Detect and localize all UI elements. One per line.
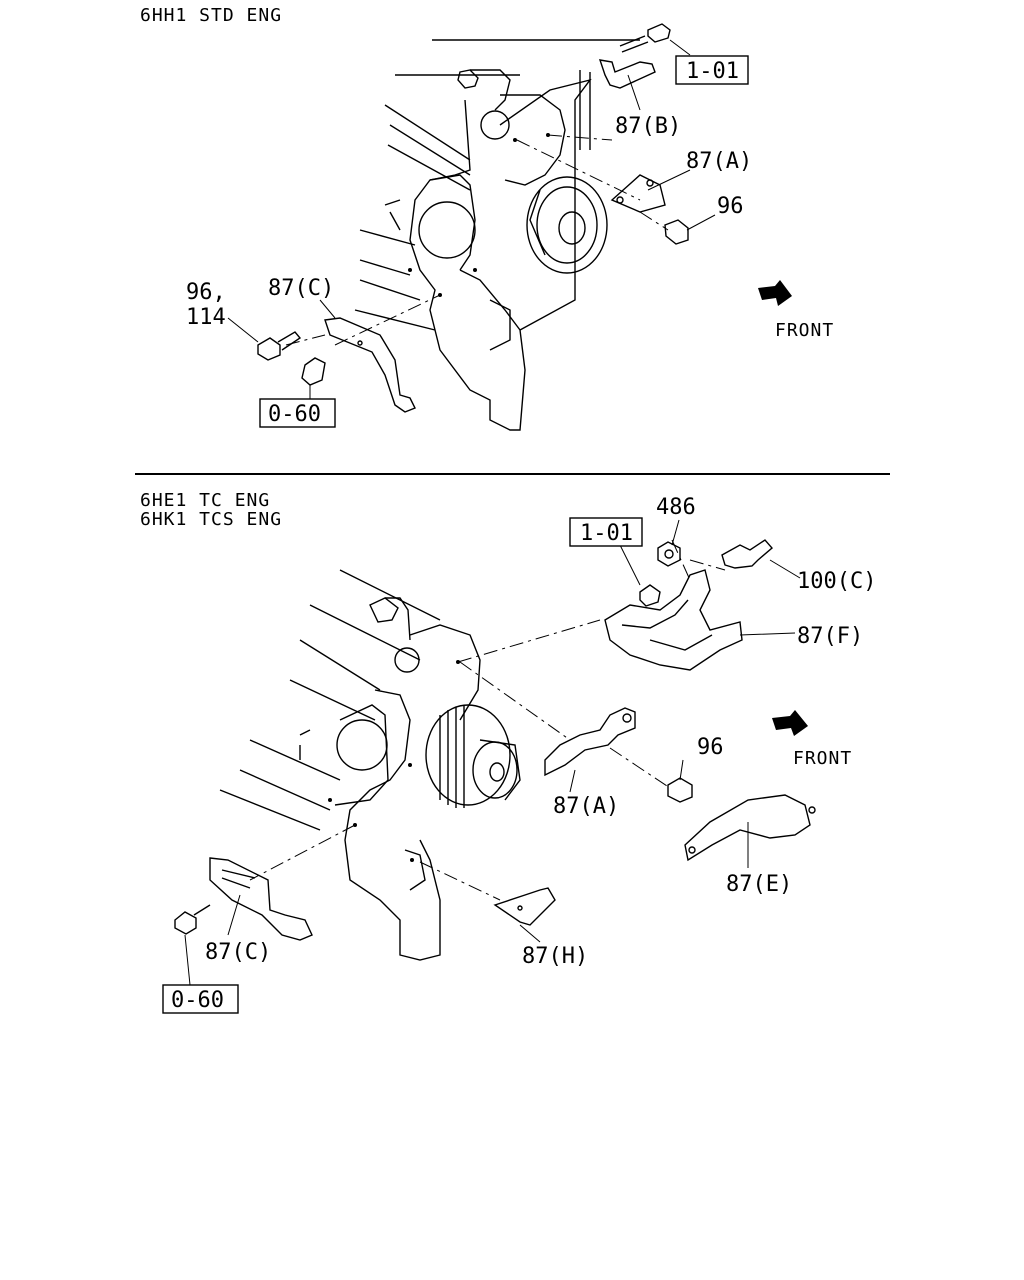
top-callout-0-60: 0-60 [268, 402, 321, 427]
bottom-callout-100c: 100(C) [797, 569, 876, 594]
nut-486 [657, 541, 681, 567]
bottom-engine-block [219, 569, 521, 961]
part-87c-bracket-bottom [209, 857, 313, 941]
top-callout-96: 96 [717, 194, 744, 219]
part-87b-bracket [579, 59, 656, 150]
bolt-96-bottom [667, 777, 693, 803]
bolt-1-01-bottom [639, 584, 661, 607]
top-engine-block [354, 39, 640, 431]
bottom-callout-96: 96 [697, 735, 724, 760]
top-front-arrow-icon [758, 280, 792, 306]
part-87c-bracket-top [324, 317, 416, 413]
bolt-1-01-top [619, 23, 671, 53]
top-callout-87c: 87(C) [268, 276, 334, 301]
top-callout-87b: 87(B) [615, 114, 681, 139]
bottom-callout-87a: 87(A) [553, 794, 619, 819]
top-callout-87a: 87(A) [686, 149, 752, 174]
part-87f-bracket [604, 569, 743, 671]
bolt-96-114 [257, 331, 302, 361]
top-callout-1-01: 1-01 [686, 59, 739, 84]
part-87h-bracket [493, 887, 556, 926]
top-ref-box-0-60 [259, 398, 336, 428]
top-engine-label: 6HH1 STD ENG [140, 5, 282, 26]
bolt-96-top [664, 219, 689, 245]
bottom-callout-486: 486 [656, 495, 696, 520]
bottom-callout-0-60: 0-60 [171, 988, 224, 1013]
part-87a-bracket-bottom [544, 707, 636, 777]
sensor-100c [721, 539, 773, 569]
bottom-callout-1-01: 1-01 [580, 521, 633, 546]
bottom-callout-87f: 87(F) [797, 624, 863, 649]
top-callout-96-line: 96, [186, 280, 226, 305]
bottom-ref-box-0-60 [162, 984, 239, 1014]
part-87e-bracket [684, 794, 816, 862]
bottom-callout-87c: 87(C) [205, 940, 271, 965]
bottom-callout-87e: 87(E) [726, 872, 792, 897]
bottom-engine-label-2: 6HK1 TCS ENG [140, 509, 282, 530]
bottom-engine-label-1: 6HE1 TC ENG [140, 490, 270, 511]
bottom-section: 6HE1 TC ENG 6HK1 TCS ENG [140, 490, 876, 1014]
bottom-front-label: FRONT [793, 748, 852, 769]
bottom-front-arrow-icon [772, 710, 808, 736]
bottom-callout-87h: 87(H) [522, 944, 588, 969]
bottom-ref-box-1-01 [569, 517, 643, 547]
top-section: 6HH1 STD ENG [140, 5, 834, 431]
top-front-label: FRONT [775, 320, 834, 341]
top-ref-box-1-01 [675, 55, 749, 85]
bolt-0-60-top [301, 357, 326, 386]
part-87a-bracket [610, 174, 666, 213]
bolt-0-60-bottom [174, 904, 211, 935]
top-callout-114-line: 114 [186, 305, 226, 330]
